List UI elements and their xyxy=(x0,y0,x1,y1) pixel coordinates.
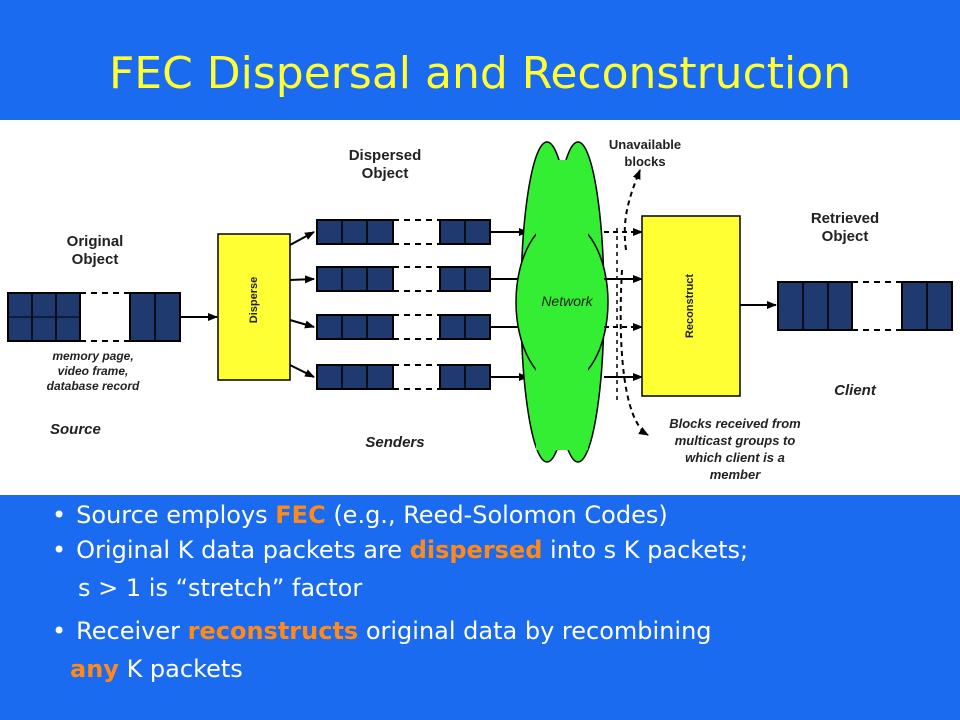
reconstruct-label: Reconstruct xyxy=(684,273,696,339)
dispersed-row xyxy=(316,266,529,292)
bullet-3-continuation-text: K packets xyxy=(118,655,243,683)
bullet-2-continuation: s > 1 is “stretch” factor xyxy=(78,574,363,602)
bullet-dot: • xyxy=(52,536,67,564)
diagram-panel: Original Object Dispersed Object Unavail… xyxy=(0,120,960,495)
bullet-dot: • xyxy=(52,617,67,645)
bullet-3-text: Receiver xyxy=(76,617,188,645)
reconstruct-box xyxy=(641,215,741,397)
bullet-1-text-end: (e.g., Reed-Solomon Codes) xyxy=(325,501,668,529)
dispersed-row xyxy=(316,314,529,340)
bullet-2-highlight: dispersed xyxy=(409,536,543,564)
network-cloud xyxy=(515,141,609,463)
bullet-3-continuation: any K packets xyxy=(70,654,243,684)
bullet-3-highlight: reconstructs xyxy=(187,617,359,645)
retrieved-object-blocks xyxy=(777,281,953,331)
disperse-label: Disperse xyxy=(248,276,260,324)
bullet-3-continuation-highlight: any xyxy=(70,655,119,683)
bullet-2-text: Original K data packets are xyxy=(76,536,410,564)
dispersed-row xyxy=(316,364,529,390)
dispersed-object-label: Dispersed Object xyxy=(348,147,422,182)
fec-diagram xyxy=(7,141,953,463)
original-object-label: Original Object xyxy=(66,233,124,268)
dispersed-blocks xyxy=(316,219,529,390)
dispersed-row xyxy=(316,219,529,245)
retrieved-object-label: Retrieved Object xyxy=(810,210,880,245)
blocks-received-label: Blocks received from multicast groups to… xyxy=(669,416,801,482)
bullet-2: • Original K data packets are dispersed i… xyxy=(52,535,748,565)
source-label: Source xyxy=(50,421,101,438)
senders-label: Senders xyxy=(365,434,425,451)
bullet-3-text-end: original data by recombining xyxy=(358,617,712,645)
bullet-1-text: Source employs xyxy=(76,501,276,529)
bullet-1: • Source employs FEC (e.g., Reed-Solomon … xyxy=(52,500,668,530)
bullet-2-text-end: into s K packets; xyxy=(542,536,749,564)
client-label: Client xyxy=(834,382,876,399)
bullet-1-highlight: FEC xyxy=(275,501,326,529)
memory-note-label: memory page, video frame, database recor… xyxy=(46,349,140,393)
original-object-blocks xyxy=(7,292,181,342)
bullet-3: • Receiver reconstructs original data by … xyxy=(52,616,712,646)
unavailable-blocks-label: Unavailable blocks xyxy=(608,137,682,169)
slide-title: FEC Dispersal and Reconstruction xyxy=(108,48,852,99)
network-label: Network xyxy=(541,293,593,309)
bullet-dot: • xyxy=(52,501,67,529)
disperse-box xyxy=(217,233,291,381)
